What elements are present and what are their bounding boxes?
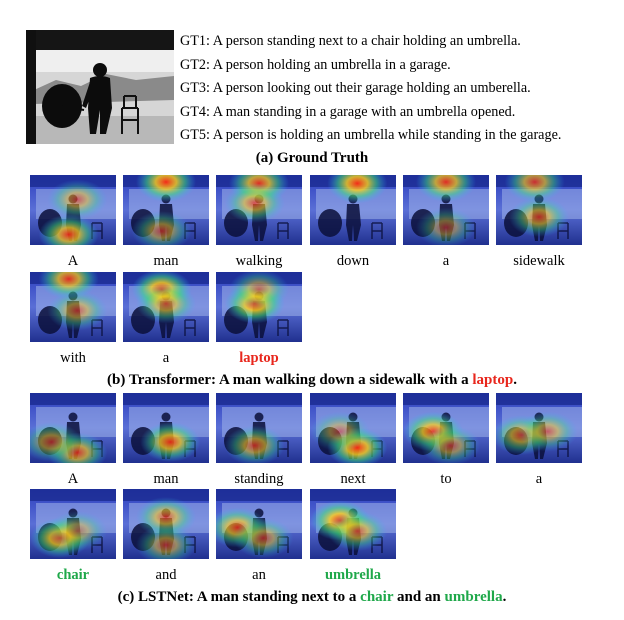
gt-caption-1: GT1: A person standing next to a chair h… bbox=[180, 33, 521, 49]
lstnet-attention-map: umbrella bbox=[310, 489, 398, 583]
caption-transformer-highlight: laptop bbox=[472, 372, 514, 388]
gt-caption-4: GT4: A man standing in a garage with an … bbox=[180, 103, 516, 120]
heatmap-image bbox=[216, 393, 302, 463]
lstnet-word-label: and bbox=[155, 567, 177, 583]
lstnet-word-label: A bbox=[67, 471, 79, 487]
heatmap-image bbox=[496, 175, 582, 245]
gt-caption-2: GT2: A person holding an umbrella in a g… bbox=[180, 56, 451, 73]
transformer-word-label: with bbox=[60, 350, 86, 366]
transformer-word-label: A bbox=[67, 253, 79, 269]
transformer-word-label: sidewalk bbox=[513, 253, 565, 269]
heatmap-image bbox=[310, 175, 396, 245]
heatmap-image bbox=[403, 175, 489, 245]
ground-truth-photo bbox=[26, 30, 174, 144]
lstnet-word-label: a bbox=[535, 471, 543, 487]
heatmap-image bbox=[123, 393, 209, 463]
lstnet-attention-map: an bbox=[216, 489, 304, 583]
lstnet-attention-map: to bbox=[403, 393, 491, 487]
transformer-attention-map: man bbox=[123, 175, 211, 269]
heatmap-image bbox=[310, 489, 396, 559]
lstnet-word-label: next bbox=[340, 471, 366, 487]
heatmap-image bbox=[216, 175, 302, 245]
heatmap-image bbox=[123, 272, 209, 342]
heatmap-image bbox=[123, 175, 209, 245]
caption-lstnet-highlight-chair: chair bbox=[360, 589, 394, 605]
heatmap-image bbox=[310, 393, 396, 463]
gt-caption-5: GT5: A person is holding an umbrella whi… bbox=[180, 127, 562, 144]
caption-transformer-text: (b) Transformer: A man walking down a si… bbox=[107, 372, 473, 388]
transformer-attention-map: a bbox=[403, 175, 491, 269]
transformer-attention-map: with bbox=[30, 272, 118, 366]
transformer-word-label: man bbox=[153, 253, 179, 269]
transformer-attention-map: walking bbox=[216, 175, 304, 269]
gt-caption-3: GT3: A person looking out their garage h… bbox=[180, 80, 531, 97]
transformer-row-1: A man walking down bbox=[0, 175, 624, 275]
lstnet-word-label: man bbox=[153, 471, 179, 487]
caption-ground-truth: (a) Ground Truth bbox=[255, 150, 369, 166]
transformer-word-label: laptop bbox=[239, 350, 279, 366]
lstnet-attention-map: a bbox=[496, 393, 584, 487]
transformer-attention-map: down bbox=[310, 175, 398, 269]
ground-truth-captions: GT1: A person standing next to a chair h… bbox=[180, 30, 620, 148]
lstnet-word-label: to bbox=[440, 471, 452, 487]
lstnet-attention-map: and bbox=[123, 489, 211, 583]
lstnet-attention-map: man bbox=[123, 393, 211, 487]
heatmap-image bbox=[216, 489, 302, 559]
caption-lstnet: (c) LSTNet: A man standing next to a cha… bbox=[0, 589, 624, 606]
heatmap-image bbox=[496, 393, 582, 463]
transformer-word-label: walking bbox=[235, 253, 283, 269]
lstnet-row-1: A man standing next bbox=[0, 393, 624, 493]
lstnet-attention-map: A bbox=[30, 393, 118, 487]
transformer-attention-map: a bbox=[123, 272, 211, 366]
heatmap-image bbox=[30, 489, 116, 559]
caption-transformer-suffix: . bbox=[513, 372, 517, 388]
transformer-attention-map: A bbox=[30, 175, 118, 269]
transformer-row-2: with a laptop bbox=[0, 272, 624, 372]
caption-lstnet-text: (c) LSTNet: A man standing next to a bbox=[117, 589, 361, 605]
caption-lstnet-highlight-umbrella: umbrella bbox=[444, 589, 503, 605]
lstnet-word-label: an bbox=[252, 567, 266, 583]
heatmap-image bbox=[216, 272, 302, 342]
heatmap-image bbox=[30, 175, 116, 245]
heatmap-image bbox=[30, 393, 116, 463]
lstnet-attention-map: next bbox=[310, 393, 398, 487]
caption-lstnet-suffix: . bbox=[502, 589, 507, 605]
caption-transformer: (b) Transformer: A man walking down a si… bbox=[0, 372, 624, 389]
lstnet-row-2: chair and an bbox=[0, 489, 624, 589]
transformer-word-label: down bbox=[336, 253, 370, 269]
lstnet-word-label: umbrella bbox=[324, 567, 382, 583]
lstnet-attention-map: standing bbox=[216, 393, 304, 487]
heatmap-image bbox=[403, 393, 489, 463]
transformer-word-label: a bbox=[442, 253, 450, 269]
lstnet-word-label: standing bbox=[234, 471, 284, 487]
lstnet-word-label: chair bbox=[56, 567, 90, 583]
transformer-attention-map: laptop bbox=[216, 272, 304, 366]
lstnet-attention-map: chair bbox=[30, 489, 118, 583]
heatmap-image bbox=[123, 489, 209, 559]
heatmap-image bbox=[30, 272, 116, 342]
transformer-word-label: a bbox=[162, 350, 170, 366]
transformer-attention-map: sidewalk bbox=[496, 175, 584, 269]
caption-lstnet-middle: and an bbox=[393, 589, 445, 605]
